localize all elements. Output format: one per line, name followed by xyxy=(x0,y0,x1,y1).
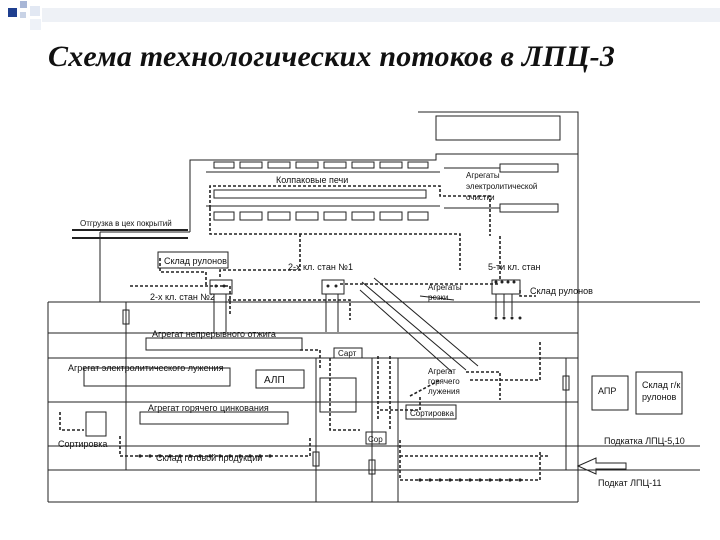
label-hot-tinning-1: Агрегат xyxy=(428,367,456,376)
label-alp: АЛП xyxy=(264,375,285,386)
label-finished-goods: Склад готовой продукции xyxy=(156,453,262,463)
label-hot-tinning-3: лужения xyxy=(428,387,460,396)
label-electro-tinning: Агрегат электролитического лужения xyxy=(68,363,224,373)
label-feed-lpc510: Подкатка ЛПЦ-5,10 xyxy=(604,436,685,446)
label-apr: АПР xyxy=(598,386,616,396)
label-hot-tinning-2: горячего xyxy=(428,377,460,386)
label-small: Сор xyxy=(368,435,383,444)
label-sorting-center: Сортировка xyxy=(410,409,454,418)
label-coil-store-left: Склад рулонов xyxy=(164,256,227,266)
label-mill5: 5-ти кл. стан xyxy=(488,262,540,272)
label-hot-galvanizing: Агрегат горячего цинкования xyxy=(148,403,269,413)
label-cutting-1: Агрегаты xyxy=(428,283,462,292)
label-feed-lpc11: Подкат ЛПЦ-11 xyxy=(598,478,661,488)
label-coil-store-right: Склад рулонов xyxy=(530,286,593,296)
slide-title: Схема технологических потоков в ЛПЦ-3 xyxy=(48,40,616,73)
label-cleaning-2: электролитической xyxy=(466,182,537,191)
label-gk-store-1: Склад г/к xyxy=(642,380,680,390)
label-gk-store-2: рулонов xyxy=(642,392,677,402)
label-mill2-no2: 2-х кл. стан №2 xyxy=(150,292,215,302)
title-decoration xyxy=(8,1,720,30)
label-annealing: Агрегат непрерывного отжига xyxy=(152,329,276,339)
label-cutting-2: резки xyxy=(428,293,448,302)
label-mill2-no1: 2-х кл. стан №1 xyxy=(288,262,353,272)
label-shipment: Отгрузка в цех покрытий xyxy=(80,219,172,228)
label-sorting-left: Сортировка xyxy=(58,439,107,449)
label-furnaces: Колпаковые печи xyxy=(276,175,348,185)
label-cleaning-1: Агрегаты xyxy=(466,171,500,180)
label-shed: Сарт xyxy=(338,349,357,358)
label-cleaning-3: очистки xyxy=(466,193,495,202)
